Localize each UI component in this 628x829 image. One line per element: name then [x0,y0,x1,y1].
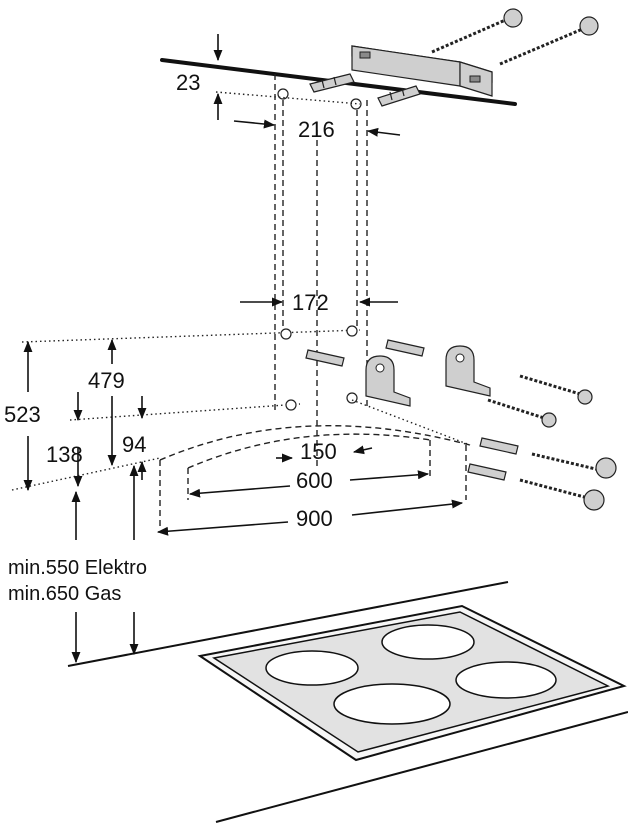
hood-hook-2 [445,345,491,397]
dimension-600: 600 [188,468,430,498]
ceiling-hole-left [277,88,289,100]
wall-plug-center-2 [385,339,425,357]
dimension-523-label: 523 [4,402,41,427]
dimension-523: 523 [4,340,41,492]
wall-plug-center-1 [305,349,345,367]
dimension-216: 216 [233,117,401,142]
wall-hole-upper-left [280,328,292,340]
dimension-94: 94 [122,396,146,480]
hood-hook-1 [365,355,411,407]
wall-screw-upper-1 [519,374,593,405]
ceiling-bracket [351,45,493,97]
hob-burner-front-left [265,650,359,686]
wall-reference-lines [11,329,361,491]
ceiling-plug-2 [377,85,421,107]
dimension-900: 900 [156,499,464,536]
wall-hole-lower-right [346,392,358,404]
dimension-172: 172 [240,290,398,315]
dimension-150-label: 150 [300,439,337,464]
wall-hole-upper-right [346,325,358,337]
hob-burner-front-center [333,683,451,725]
ceiling-screw-1 [431,8,523,54]
dimension-138: 138 [46,392,83,488]
wall-screw-lower-1 [531,452,617,479]
dimension-479: 479 [88,338,125,467]
ceiling-screw-2 [499,16,599,66]
dimension-216-label: 216 [298,117,335,142]
dimension-150: 150 [276,439,373,464]
dimension-23-label: 23 [176,70,200,95]
hood-outline [159,399,471,530]
worktop [67,581,628,823]
dimension-600-label: 600 [296,468,333,493]
hob-burner-right [455,661,557,699]
dimension-23: 23 [176,34,223,120]
wall-hole-lower-left [285,399,297,411]
wall-screw-lower-2 [519,478,605,511]
clearance-electric-label: min.550 Elektro [8,557,147,579]
dimension-900-label: 900 [296,506,333,531]
hob [197,604,627,762]
hob-burner-back-right [381,624,475,660]
wall-plug-lower-2 [467,463,507,481]
dimension-94-label: 94 [122,432,146,457]
dimension-138-label: 138 [46,442,83,467]
ceiling-plug-1 [309,73,355,93]
wall-plug-lower-1 [479,437,519,455]
clearance-gas-label: min.650 Gas [8,583,121,605]
min-height-arrows [71,464,139,664]
wall-screw-upper-2 [487,398,557,428]
dimension-479-label: 479 [88,368,125,393]
vertical-guides [274,74,368,470]
dimension-172-label: 172 [292,290,329,315]
